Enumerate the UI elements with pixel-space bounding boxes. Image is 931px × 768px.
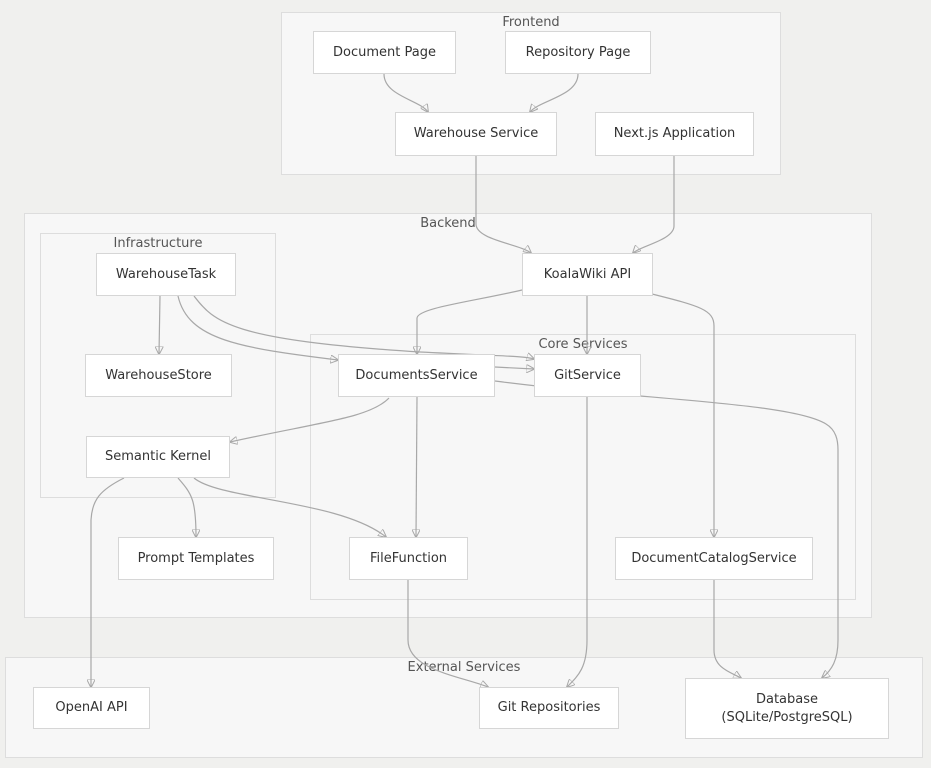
node-label: FileFunction — [369, 550, 448, 566]
group-label-external-services: External Services — [407, 660, 521, 675]
node-label: DocumentCatalogService — [631, 550, 797, 566]
node-label: Repository Page — [525, 44, 631, 60]
node-label: Next.js Application — [613, 126, 736, 141]
node-label: WarehouseStore — [105, 367, 212, 383]
node-label: Warehouse Service — [413, 126, 539, 141]
node-label: KoalaWiki API — [543, 266, 632, 282]
node-label: Prompt Templates — [137, 550, 255, 566]
node-openai-api[interactable]: OpenAI API — [33, 687, 150, 729]
group-label-core-services: Core Services — [538, 337, 628, 352]
node-semantic-kernel[interactable]: Semantic Kernel — [86, 436, 230, 478]
node-label: OpenAI API — [55, 700, 128, 715]
node-repository-page[interactable]: Repository Page — [505, 31, 651, 74]
group-label-infrastructure: Infrastructure — [113, 236, 203, 251]
node-prompt-templates[interactable]: Prompt Templates — [118, 537, 274, 580]
node-label: Database (SQLite/PostgreSQL) — [721, 691, 853, 725]
node-git-service[interactable]: GitService — [534, 354, 641, 397]
node-warehouse-task[interactable]: WarehouseTask — [96, 253, 236, 296]
node-koalawiki-api[interactable]: KoalaWiki API — [522, 253, 653, 296]
node-label: GitService — [554, 367, 621, 383]
node-label: WarehouseTask — [115, 266, 217, 282]
node-documents-service[interactable]: DocumentsService — [338, 354, 495, 397]
node-database[interactable]: Database (SQLite/PostgreSQL) — [685, 678, 889, 739]
group-label-frontend: Frontend — [502, 15, 560, 30]
node-git-repositories[interactable]: Git Repositories — [479, 687, 619, 729]
node-nextjs-application[interactable]: Next.js Application — [595, 112, 754, 156]
group-label-backend: Backend — [420, 216, 476, 231]
node-label: Semantic Kernel — [105, 449, 211, 464]
node-document-catalog-service[interactable]: DocumentCatalogService — [615, 537, 813, 580]
node-label: Document Page — [333, 44, 436, 60]
node-warehouse-store[interactable]: WarehouseStore — [85, 354, 232, 397]
node-warehouse-service[interactable]: Warehouse Service — [395, 112, 557, 156]
node-label: Git Repositories — [497, 700, 601, 715]
node-document-page[interactable]: Document Page — [313, 31, 456, 74]
node-label: DocumentsService — [355, 367, 478, 383]
node-file-function[interactable]: FileFunction — [349, 537, 468, 580]
